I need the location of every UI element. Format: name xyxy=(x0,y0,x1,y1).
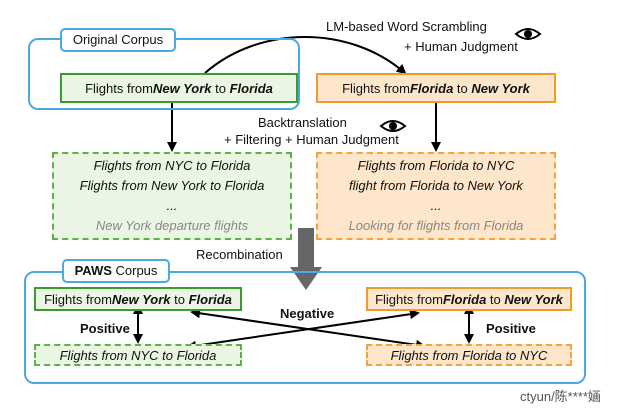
paws-green-top-box: Flights from New York to Florida xyxy=(34,287,242,311)
original-sentence-box: Flights from New York to Florida xyxy=(60,73,298,103)
lm-human-judgment-label: + Human Judgment xyxy=(404,39,518,54)
lm-scrambling-label: LM-based Word Scrambling xyxy=(326,19,487,34)
negative-arrow-2 xyxy=(186,309,420,351)
bt-green-line: New York departure flights xyxy=(95,218,249,233)
bt-orange-box: Flights from Florida to NYC flight from … xyxy=(316,152,556,240)
paws-orange-top-box: Flights from Florida to New York xyxy=(366,287,572,311)
bt-green-line: Flights from NYC to Florida xyxy=(93,158,251,173)
bt-orange-line: Flights from Florida to NYC xyxy=(357,158,515,173)
positive-label-right: Positive xyxy=(486,321,536,336)
eye-icon xyxy=(514,28,542,40)
paws-orange-bottom-box: Flights from Florida to NYC xyxy=(366,344,572,366)
bt-orange-line: ... xyxy=(430,198,442,213)
recombination-arrow xyxy=(290,228,322,290)
bt-orange-line: Looking for flights from Florida xyxy=(348,218,524,233)
negative-label: Negative xyxy=(280,306,335,321)
bt-orange-line: flight from Florida to New York xyxy=(349,178,523,193)
bt-green-box: Flights from NYC to Florida Flights from… xyxy=(52,152,292,240)
backtranslation-label: Backtranslation xyxy=(258,115,347,130)
watermark: ctyun/陈****婳 xyxy=(520,389,601,404)
filtering-label: + Filtering + Human Judgment xyxy=(224,132,399,147)
recombination-label: Recombination xyxy=(196,247,283,262)
paws-corpus-label: PAWS Corpus xyxy=(62,259,170,283)
eye-icon xyxy=(379,120,407,132)
scrambled-sentence-box: Flights from Florida to New York xyxy=(316,73,556,103)
paws-green-bottom-box: Flights from NYC to Florida xyxy=(34,344,242,366)
scramble-arrow xyxy=(204,36,407,75)
positive-label-left: Positive xyxy=(80,321,130,336)
original-corpus-label: Original Corpus xyxy=(60,28,176,52)
bt-green-line: ... xyxy=(166,198,178,213)
paws-corpus-container xyxy=(24,271,586,384)
bt-green-line: Flights from New York to Florida xyxy=(79,178,265,193)
